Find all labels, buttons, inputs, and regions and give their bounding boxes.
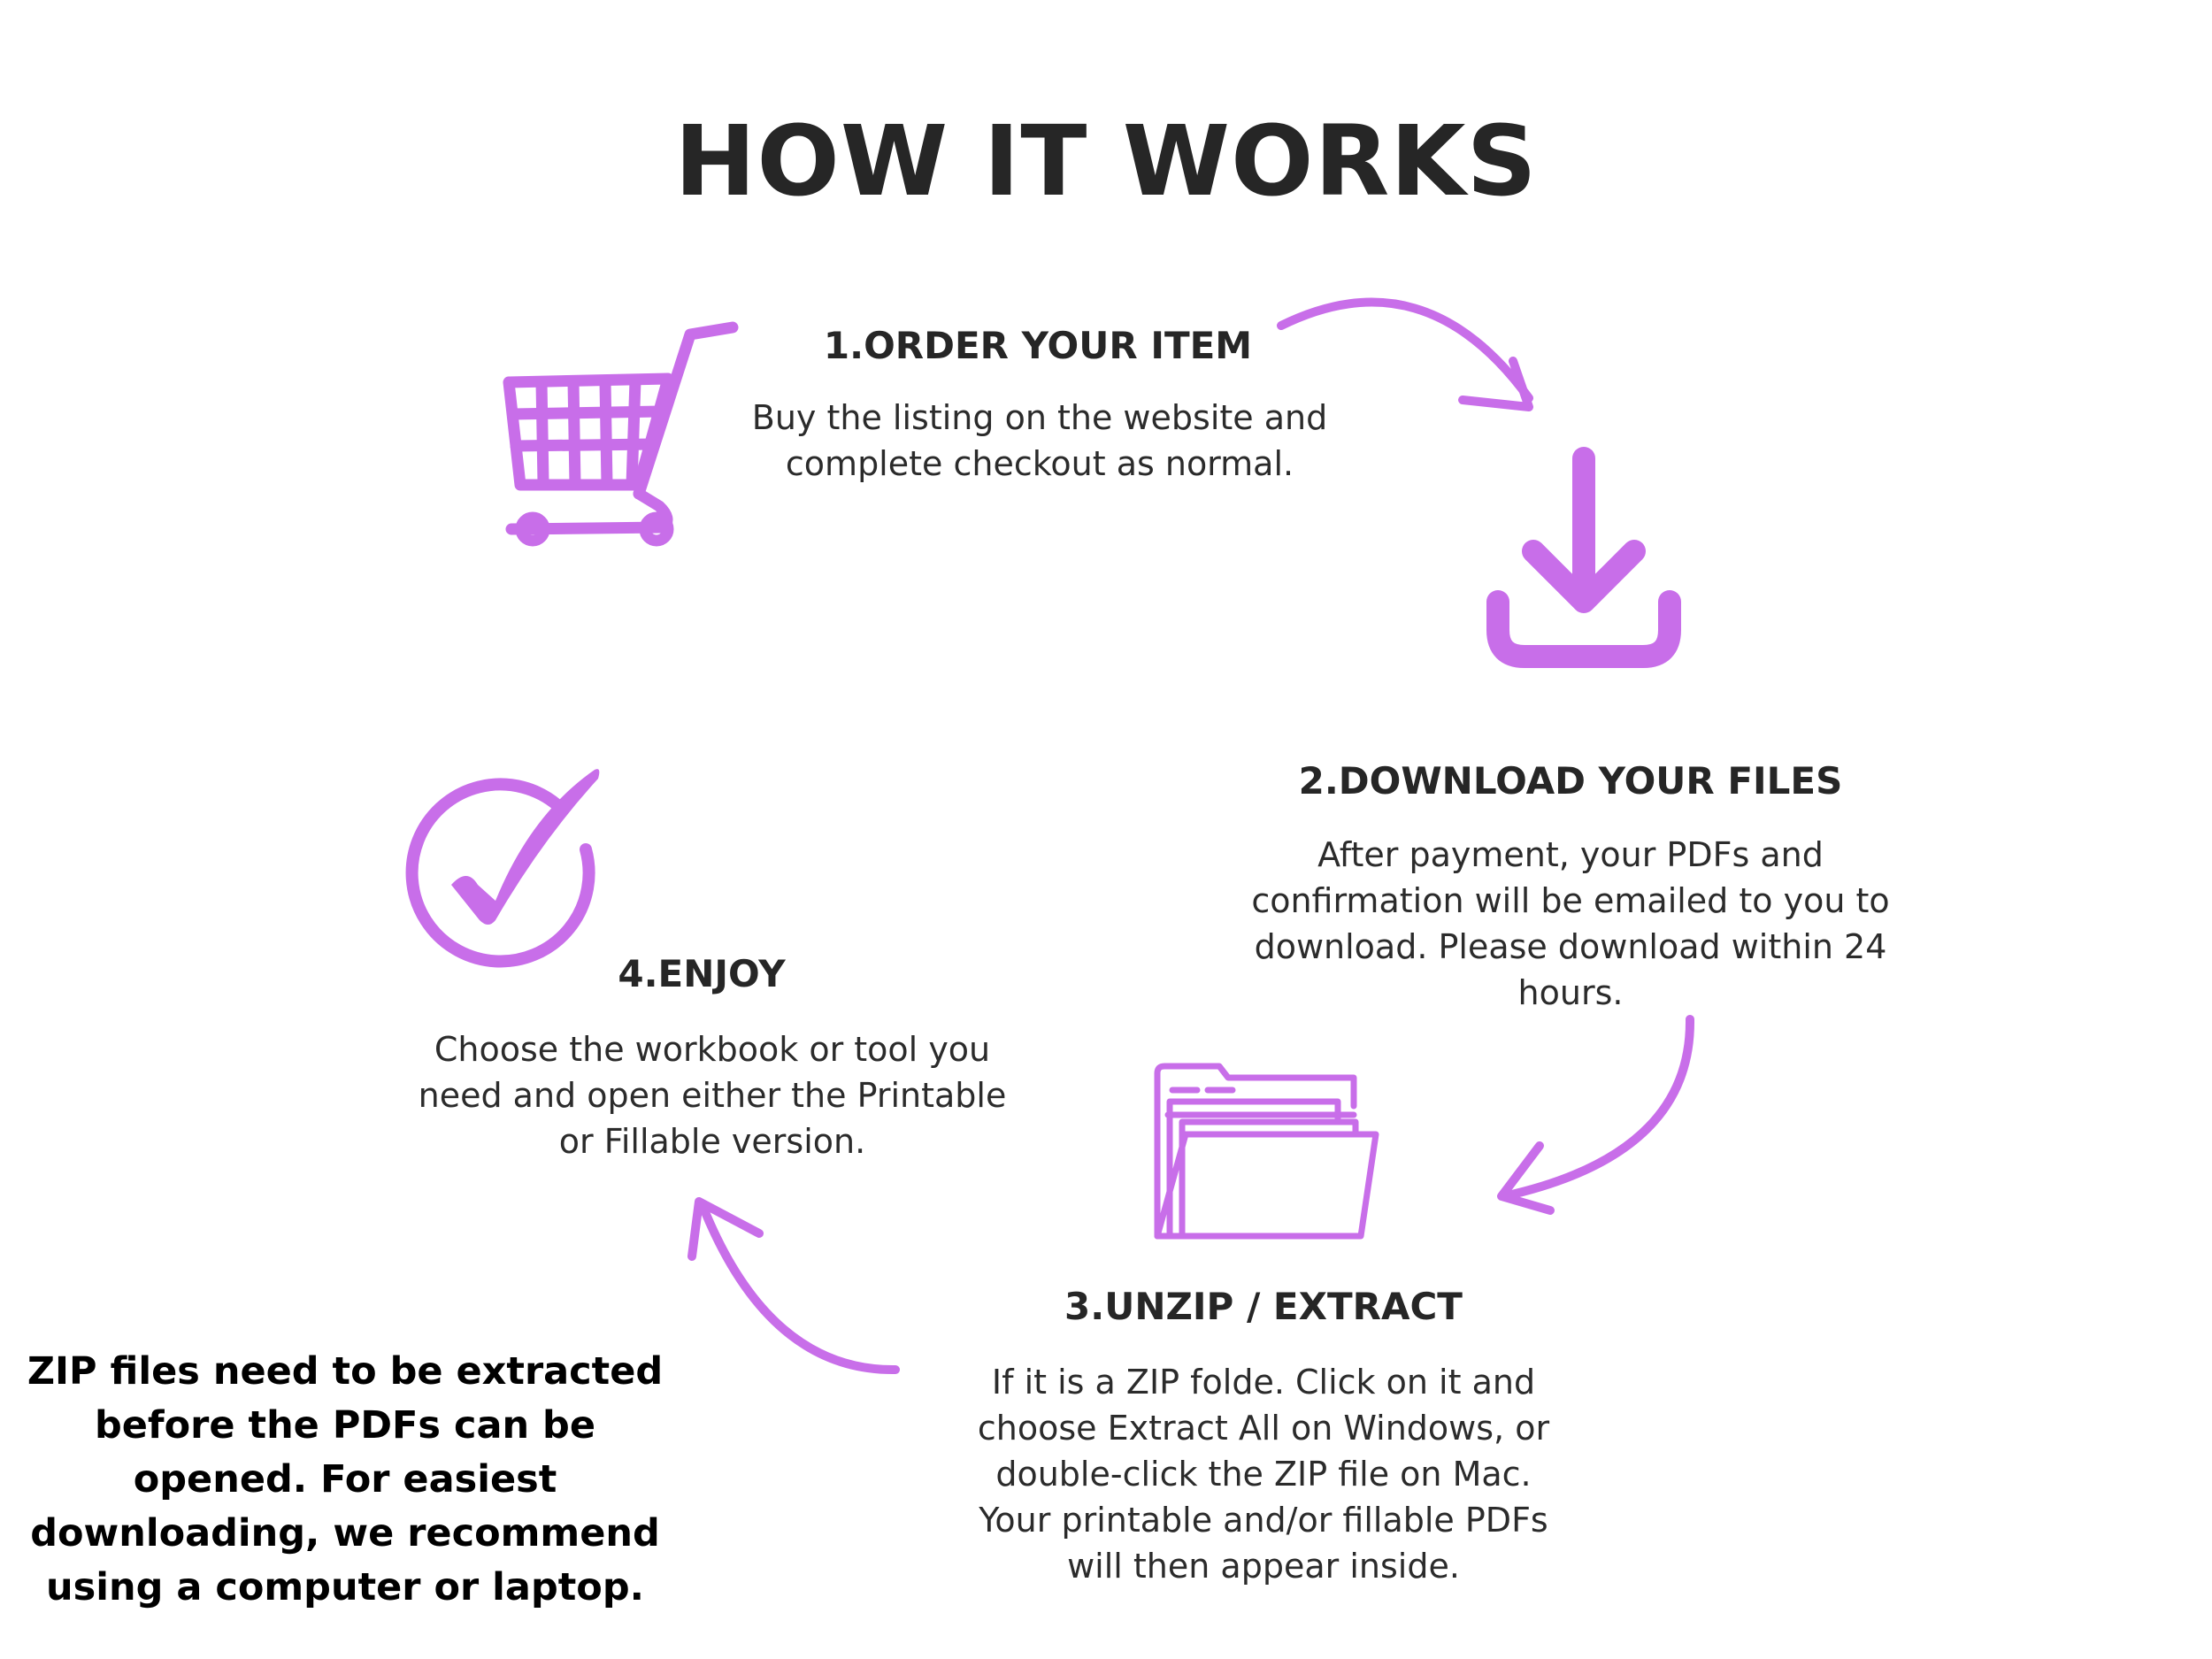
download-icon — [1486, 447, 1681, 668]
arrow-step1-to-step2-head — [1458, 357, 1533, 411]
folder-icon — [1154, 1063, 1379, 1240]
step-2-line: confirmation will be emailed to you to — [1251, 881, 1890, 920]
note-line: ZIP files need to be extracted — [27, 1349, 664, 1394]
step-2-description: After payment, your PDFs and confirmatio… — [1217, 832, 1924, 1016]
arrow-step1-to-step2 — [1277, 297, 1533, 403]
step-3-heading: 3.UNZIP / EXTRACT — [1064, 1285, 1463, 1328]
step-2-line: download. Please download within 24 — [1254, 927, 1887, 966]
step-4-description: Choose the workbook or tool you need and… — [358, 1026, 1066, 1164]
step-4-line: Choose the workbook or tool you — [434, 1030, 991, 1069]
zip-note: ZIP files need to be extracted before th… — [18, 1345, 672, 1615]
step-3-line: Your printable and/or fillable PDFs — [979, 1501, 1548, 1540]
step-3-line: choose Extract All on Windows, or — [977, 1409, 1550, 1448]
arrow-step2-to-step3 — [1500, 1015, 1695, 1201]
arrow-step2-to-step3-head — [1497, 1141, 1555, 1215]
step-4-line: or Fillable version. — [558, 1122, 866, 1161]
step-1-line: Buy the listing on the website and — [751, 398, 1328, 437]
step-4-line: need and open either the Printable — [418, 1076, 1007, 1115]
step-3-line: If it is a ZIP folde. Click on it and — [991, 1363, 1536, 1402]
note-line: downloading, we recommend — [30, 1511, 660, 1555]
shopping-cart-icon — [503, 321, 739, 547]
arrow-step3-to-step4 — [699, 1203, 900, 1375]
arrows — [687, 297, 1695, 1375]
note-line: using a computer or laptop. — [46, 1565, 644, 1609]
note-line: before the PDFs can be — [94, 1403, 595, 1448]
step-2-heading: 2.DOWNLOAD YOUR FILES — [1298, 759, 1843, 803]
step-1-description: Buy the listing on the website and compl… — [686, 395, 1394, 487]
arrow-step3-to-step4-head — [687, 1197, 764, 1261]
step-3-line: will then appear inside. — [1067, 1547, 1460, 1586]
step-3-line: double-click the ZIP file on Mac. — [995, 1455, 1532, 1494]
step-3-description: If it is a ZIP folde. Click on it and ch… — [910, 1359, 1617, 1589]
checkmark-circle-icon — [405, 769, 600, 968]
step-4-heading: 4.ENJOY — [618, 952, 786, 995]
step-2-line: hours. — [1517, 973, 1624, 1012]
page-title: HOW IT WORKS — [674, 104, 1538, 218]
step-2-line: After payment, your PDFs and — [1317, 835, 1824, 874]
step-1-line: complete checkout as normal. — [785, 444, 1294, 483]
note-line: opened. For easiest — [133, 1457, 557, 1502]
step-1-heading: 1.ORDER YOUR ITEM — [823, 324, 1253, 367]
